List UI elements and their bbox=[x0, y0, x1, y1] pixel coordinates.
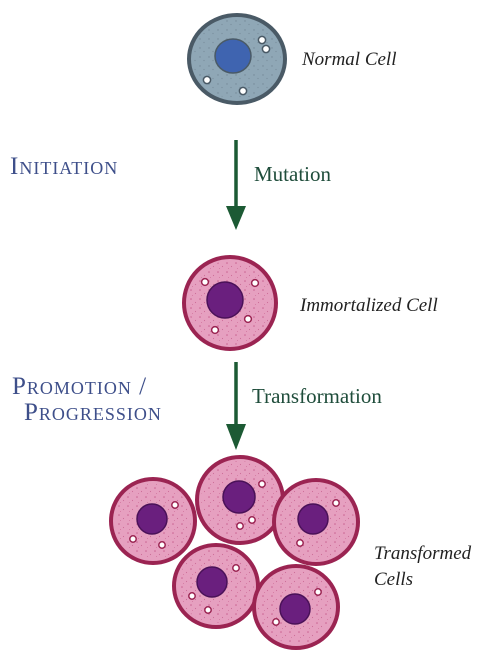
transformed-cell-icon bbox=[111, 479, 195, 563]
down-arrow-icon bbox=[226, 140, 246, 230]
stage-initiation-label: Initiation bbox=[10, 152, 118, 182]
transformed-cell-cluster bbox=[111, 457, 358, 648]
immortalized-cell-label: Immortalized Cell bbox=[300, 294, 438, 318]
stage-progression-label-line2: Progression bbox=[24, 398, 162, 428]
normal-cell-label: Normal Cell bbox=[302, 48, 396, 72]
immortalized-cell-icon bbox=[184, 257, 276, 349]
transformed-cell-icon bbox=[197, 457, 283, 543]
transformation-step-label: Transformation bbox=[252, 384, 382, 409]
normal-cell-icon bbox=[189, 15, 285, 103]
transformed-cell-icon bbox=[254, 566, 338, 648]
transformed-cell-icon bbox=[274, 480, 358, 564]
down-arrow-icon bbox=[226, 362, 246, 450]
transformed-cells-label-line1: Transformed bbox=[374, 542, 471, 566]
mutation-step-label: Mutation bbox=[254, 162, 331, 187]
transformed-cell-icon bbox=[174, 545, 258, 627]
transformed-cells-label-line2: Cells bbox=[374, 568, 413, 592]
